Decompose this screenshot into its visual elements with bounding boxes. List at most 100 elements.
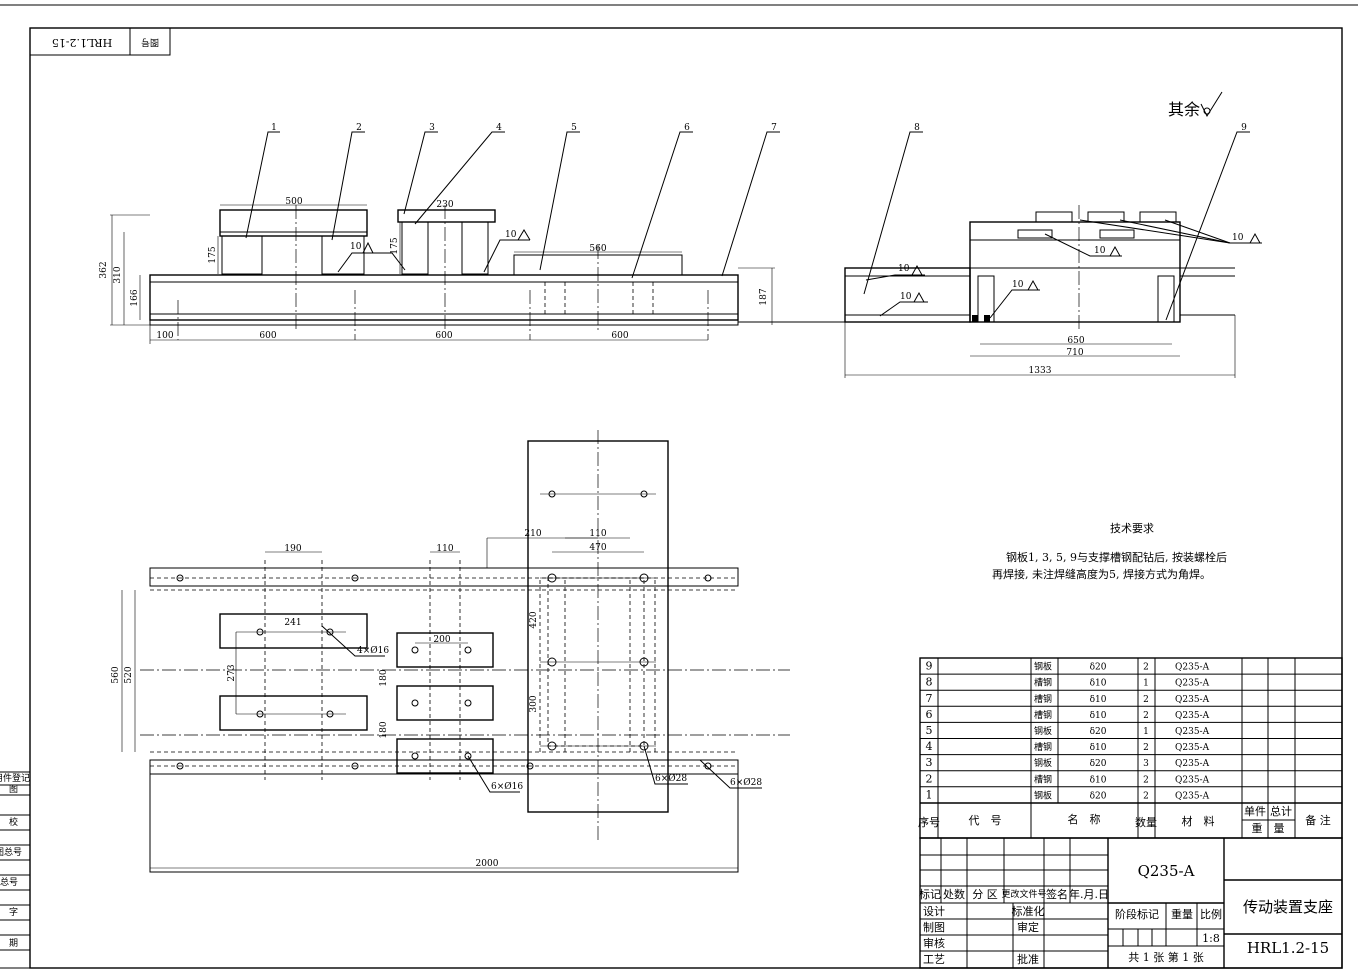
sign-draw: 制图 — [923, 921, 945, 934]
bom-row-4-spec: δ10 — [1090, 743, 1107, 753]
dim-560: 560 — [589, 244, 606, 254]
bom-header-material: 材 料 — [1182, 814, 1215, 828]
frame-border — [29, 27, 1343, 969]
dim-310: 310 — [113, 266, 123, 283]
dim-470: 470 — [589, 543, 606, 553]
bom-row-7-mat: Q235-A — [1175, 695, 1210, 705]
tech-line-1: 钢板1, 3, 5, 9与支撑槽钢配钻后, 按装螺栓后 — [1006, 550, 1227, 564]
balloon-1: 1 — [271, 123, 277, 133]
bom-row-1-no: 1 — [926, 788, 933, 801]
drawing-number-value: HRL1.2-15 — [52, 36, 112, 49]
bom-row-9-qty: 2 — [1143, 663, 1149, 673]
bom-row-6-spec: δ10 — [1090, 711, 1107, 721]
strip-base-no: 底图总号 — [0, 876, 18, 888]
bom-row-5-name: 钢板 — [1034, 725, 1052, 737]
bom-row-7-spec: δ10 — [1090, 695, 1107, 705]
bom-row-5-spec: δ20 — [1090, 727, 1107, 737]
title-sheets: 共 1 张 第 1 张 — [1128, 950, 1203, 964]
balloon-2: 2 — [356, 123, 362, 133]
bom-row-2-no: 2 — [926, 772, 933, 785]
bom-row-7-qty: 2 — [1143, 695, 1149, 705]
rev-count: 处数 — [943, 888, 965, 901]
bom-header-note: 备 注 — [1305, 813, 1331, 827]
bom-row-6-mat: Q235-A — [1175, 711, 1210, 721]
part-balloons: 1 2 3 4 5 6 7 8 9 — [245, 123, 1250, 321]
weld-size-4: 10 — [900, 292, 912, 302]
dim-200: 200 — [433, 635, 450, 645]
title-scale-label: 比例 — [1200, 907, 1222, 921]
bom-header-qty: 数量 — [1135, 816, 1157, 829]
dim-1333: 1333 — [1029, 366, 1052, 376]
dim-362: 362 — [99, 261, 109, 278]
sign-design: 设计 — [923, 905, 945, 918]
weld-size-5: 10 — [1012, 280, 1024, 290]
dim-241: 241 — [284, 618, 301, 628]
drawing-number-label: 图号 — [141, 37, 159, 48]
strip-borrow: 借(通)用件登记 — [0, 772, 30, 784]
bom-row-8-name: 槽钢 — [1034, 677, 1052, 689]
rev-mark: 标记 — [919, 887, 941, 901]
bom-header-no: 序号 — [918, 815, 940, 829]
side-view: 650 710 1333 — [844, 205, 1236, 378]
weld-size-2: 10 — [505, 230, 517, 240]
title-block: 标记 处数 分 区 更改文件号 签名 年.月.日 设计 制图 审核 工艺 标准化… — [919, 837, 1343, 969]
title-weight-label: 重量 — [1171, 907, 1193, 921]
dim-520-plan: 520 — [124, 666, 134, 683]
weld-symbols: 10 10 10 10 10 10 10 — [337, 219, 1262, 319]
dim-710: 710 — [1066, 348, 1083, 358]
plan-view: 190 110 210 110 470 241 200 560 520 273 … — [111, 430, 790, 873]
bom-row-9-spec: δ20 — [1090, 663, 1107, 673]
weld-size-6: 10 — [1094, 246, 1106, 256]
sign-approve: 批准 — [1017, 952, 1039, 966]
balloon-3: 3 — [429, 123, 435, 133]
bom-row-9-no: 9 — [926, 660, 933, 673]
bom-row-8-no: 8 — [926, 676, 933, 689]
bom-row-3-mat: Q235-A — [1175, 759, 1210, 769]
bom-header-total: 总计 — [1270, 804, 1292, 818]
dim-110-b: 110 — [589, 529, 606, 539]
bom-row-2-qty: 2 — [1143, 775, 1149, 785]
bom-row-5-mat: Q235-A — [1175, 727, 1210, 737]
dim-190: 190 — [284, 544, 301, 554]
bom-row-9-mat: Q235-A — [1175, 663, 1210, 673]
bom-row-6-qty: 2 — [1143, 711, 1149, 721]
bom-header-weight: 重 量 — [1252, 821, 1285, 835]
balloon-8: 8 — [914, 123, 920, 133]
bom-row-3-name: 钢板 — [1034, 757, 1052, 769]
hole-note-4: 6×Ø28 — [730, 777, 762, 788]
hole-note-3: 6×Ø28 — [655, 773, 687, 784]
surface-roughness-symbol: 其余 — [1168, 91, 1223, 119]
bom-row-3-spec: δ20 — [1090, 759, 1107, 769]
bom-row-6-name: 槽钢 — [1034, 709, 1052, 721]
bom-row-1-qty: 2 — [1143, 791, 1149, 801]
bom-header-code: 代 号 — [969, 814, 1002, 827]
bom-row-2-mat: Q235-A — [1175, 775, 1210, 785]
weld-size-3: 10 — [898, 264, 910, 274]
bom-row-7-no: 7 — [926, 692, 933, 705]
bom-row-8-mat: Q235-A — [1175, 679, 1210, 689]
balloon-5: 5 — [571, 123, 577, 133]
rev-doc: 更改文件号 — [1001, 888, 1046, 900]
hole-note-1: 4×Ø16 — [357, 645, 389, 656]
balloon-7: 7 — [771, 123, 777, 133]
strip-trace-check: 描 校 — [0, 816, 18, 828]
bom-row-2-name: 槽钢 — [1034, 773, 1052, 785]
weld-size-1: 10 — [350, 242, 362, 252]
bom-row-1-spec: δ20 — [1090, 791, 1107, 801]
bom-row-7-name: 槽钢 — [1034, 693, 1052, 705]
title-part-name: 传动装置支座 — [1243, 898, 1333, 916]
title-drawing-number: HRL1.2-15 — [1247, 939, 1329, 957]
tech-title: 技术要求 — [1110, 522, 1154, 535]
bom-row-8-spec: δ10 — [1090, 679, 1107, 689]
rev-date: 年.月.日 — [1069, 887, 1109, 901]
title-scale-value: 1:8 — [1202, 932, 1220, 945]
bom-row-4-name: 槽钢 — [1034, 741, 1052, 753]
dim-180-a: 180 — [379, 669, 389, 686]
dim-560-plan: 560 — [111, 666, 121, 683]
balloon-9: 9 — [1241, 123, 1247, 133]
drawing-number-box: 图号 HRL1.2-15 — [29, 27, 171, 56]
sign-check: 审核 — [923, 936, 945, 950]
bom-row-2-spec: δ10 — [1090, 775, 1107, 785]
balloon-4: 4 — [496, 123, 502, 133]
